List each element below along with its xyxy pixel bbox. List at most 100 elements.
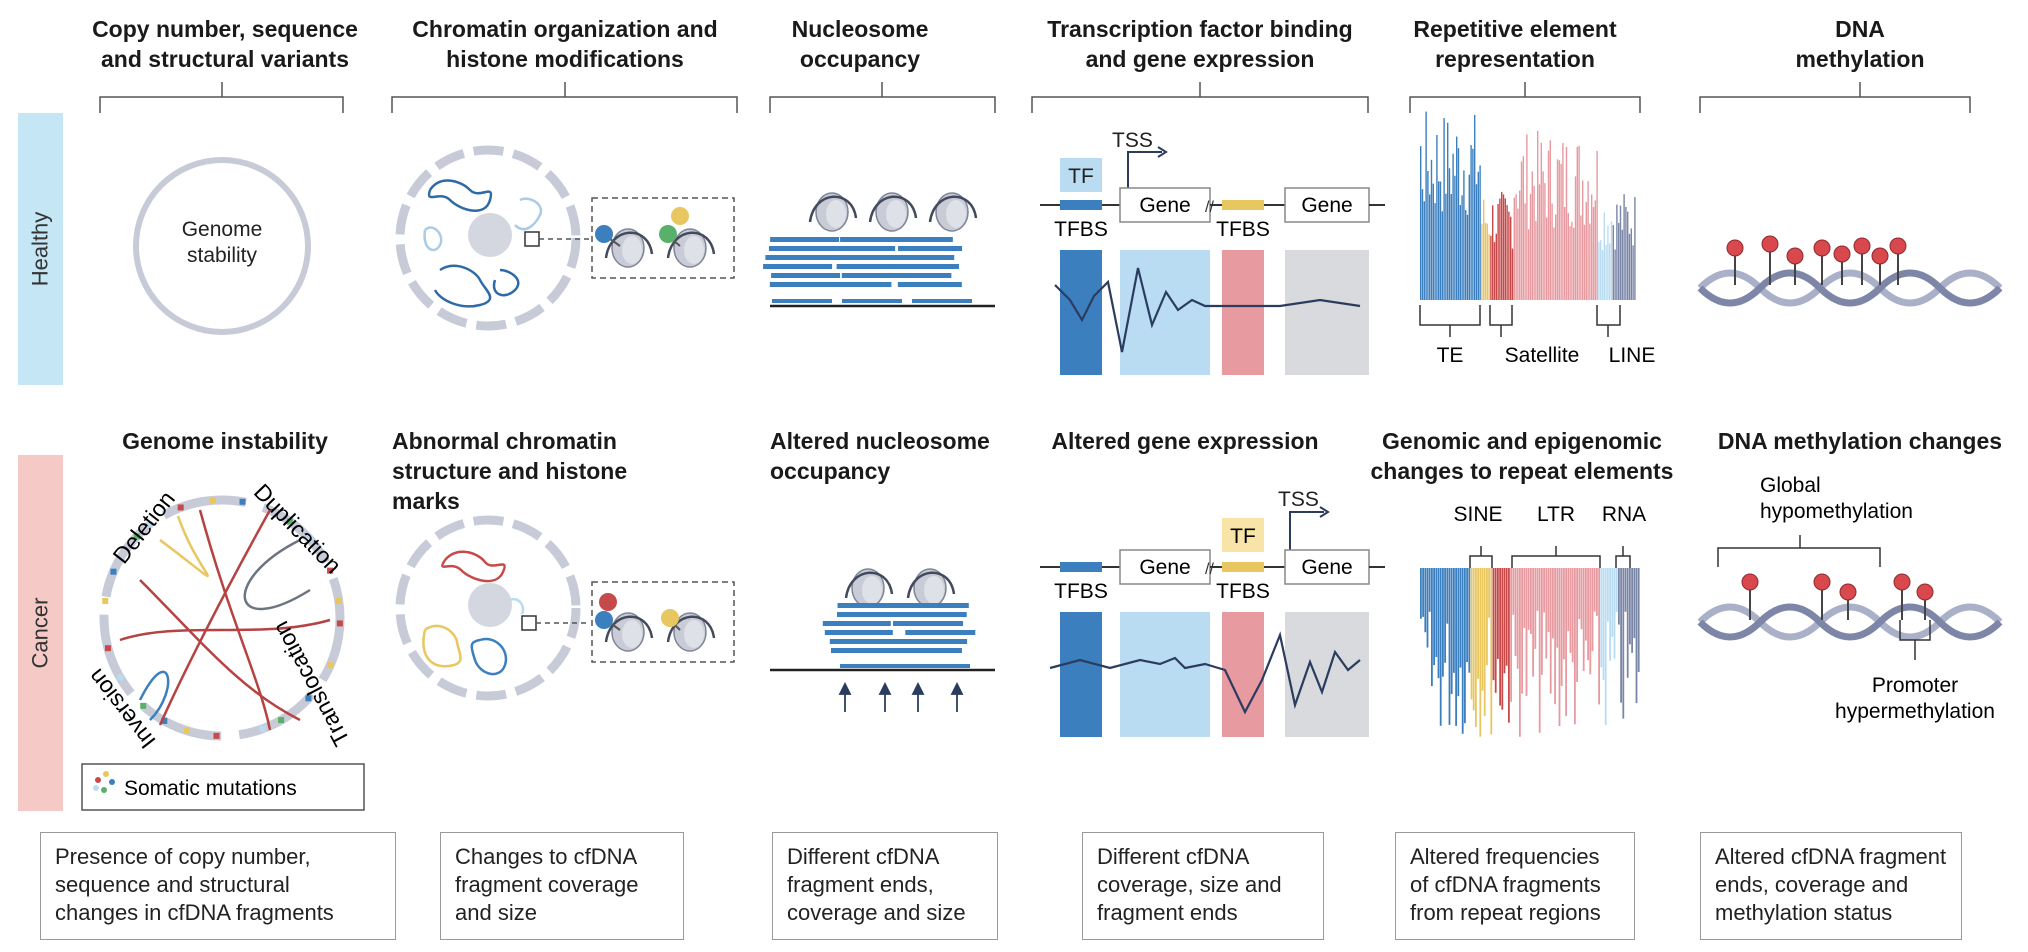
cfdna-fragment: [770, 237, 840, 242]
healthy-nucleosomes: [763, 191, 995, 308]
repeat-bar: [1633, 568, 1636, 639]
repeat-bar: [1515, 194, 1517, 300]
repeat-bar: [1545, 568, 1548, 659]
repeat-bar: [1587, 568, 1589, 661]
repeat-bar: [1443, 118, 1445, 300]
repeat-bar: [1578, 568, 1581, 620]
repeat-bar: [1508, 211, 1510, 300]
repeat-bar: [1609, 568, 1611, 661]
cfdna-fragment: [840, 237, 905, 242]
repeat-bar: [1434, 203, 1436, 300]
repeat-bar: [1519, 568, 1521, 737]
healthy-nucleus: [395, 145, 735, 331]
repeat-bar: [1580, 568, 1583, 630]
repeat-bar: [1422, 568, 1424, 617]
repeat-bar: [1450, 194, 1452, 300]
repeat-bar: [1546, 217, 1548, 300]
cfdna-fragment: [840, 664, 910, 668]
repeat-bar: [1538, 184, 1541, 300]
repeat-bar: [1525, 568, 1528, 696]
repeat-bar: [1495, 233, 1497, 300]
mutation-mark: [133, 533, 140, 540]
repeat-bar: [1538, 568, 1541, 733]
repeat-bar: [1468, 568, 1471, 673]
repeat-bar: [1492, 568, 1495, 681]
mutation-mark: [102, 597, 109, 604]
mutation-mark: [259, 725, 266, 732]
repeat-bar: [1600, 240, 1602, 300]
repeat-bar: [1472, 148, 1474, 300]
repeat-bar: [1553, 227, 1555, 300]
mutation-mark: [336, 620, 343, 627]
repeat-bar: [1428, 568, 1431, 612]
repeat-bar: [1488, 568, 1490, 618]
cancer-tf-panel: TSS TF Gene // Gene TFBS TFBS: [1040, 488, 1385, 737]
mutation-mark: [146, 521, 153, 528]
repeat-bar: [1439, 181, 1442, 300]
repeat-bar: [1493, 242, 1496, 300]
repeat-bar: [1426, 568, 1429, 648]
cfdna-fragment: [830, 648, 899, 653]
repeat-bar: [1563, 568, 1565, 660]
repeat-bar: [1615, 568, 1618, 613]
methyl-group: [1786, 247, 1804, 265]
repeat-bar: [1589, 568, 1592, 675]
repeat-bar: [1547, 150, 1550, 300]
gene-label-cancer-1: Gene: [1139, 556, 1190, 579]
line-label: LINE: [1609, 344, 1656, 367]
repeat-bar: [1618, 222, 1620, 300]
repeat-bar: [1582, 180, 1584, 300]
repeat-bar: [1442, 568, 1444, 677]
repeat-bar: [1634, 197, 1636, 300]
cfdna-fragment: [897, 282, 962, 287]
repeat-bar: [1549, 140, 1551, 300]
tf-label-healthy: TF: [1068, 165, 1094, 188]
repeat-bar: [1479, 568, 1482, 737]
repeat-bar: [1436, 134, 1438, 300]
cfdna-fragment: [842, 299, 902, 303]
repeat-bar: [1459, 205, 1461, 300]
mutation-mark: [306, 536, 313, 543]
repeat-bar: [1556, 568, 1559, 648]
repeat-bar: [1600, 568, 1603, 668]
methyl-group: [1853, 237, 1871, 255]
repeat-bar: [1534, 568, 1537, 649]
repeat-bar: [1580, 215, 1582, 300]
repeat-bar: [1486, 223, 1488, 300]
repeat-bar: [1435, 568, 1438, 658]
repeat-bar: [1611, 568, 1614, 638]
repeat-bar: [1596, 150, 1598, 300]
gene-label-cancer-2: Gene: [1301, 556, 1352, 579]
mutation-mark: [335, 598, 342, 605]
repeat-bar: [1598, 241, 1600, 300]
repeat-bar: [1474, 114, 1476, 300]
repeat-bar: [1427, 170, 1429, 300]
repeat-bar: [1461, 195, 1463, 300]
cancer-repeat-chart: SINE LTR RNA: [1420, 503, 1646, 737]
gene-label-healthy-2: Gene: [1301, 194, 1352, 217]
repeat-bar: [1576, 568, 1578, 682]
repeat-bar: [1505, 568, 1508, 666]
cfdna-fragment: [898, 246, 963, 251]
repeat-bar: [1452, 153, 1454, 300]
mutation-mark: [239, 498, 246, 505]
methyl-group: [1889, 237, 1907, 255]
repeat-bar: [1503, 568, 1506, 674]
repeat-bar: [1494, 568, 1497, 693]
repeat-bar: [1431, 568, 1433, 687]
repeat-bar: [1423, 201, 1425, 300]
somatic-mutations-legend: Somatic mutations: [81, 763, 365, 811]
cfdna-fragment: [912, 299, 972, 303]
repeat-bar: [1524, 203, 1526, 300]
repeat-bar: [1429, 194, 1431, 300]
repeat-bar: [1635, 568, 1638, 704]
repeat-bar: [1448, 568, 1451, 725]
healthy-repeat-chart: TE Satellite LINE: [1419, 111, 1656, 367]
cfdna-fragment: [887, 273, 952, 278]
cfdna-fragment: [893, 621, 964, 626]
repeat-bar: [1454, 175, 1456, 300]
cfdna-fragment: [829, 639, 898, 644]
repeat-bar: [1450, 568, 1453, 695]
